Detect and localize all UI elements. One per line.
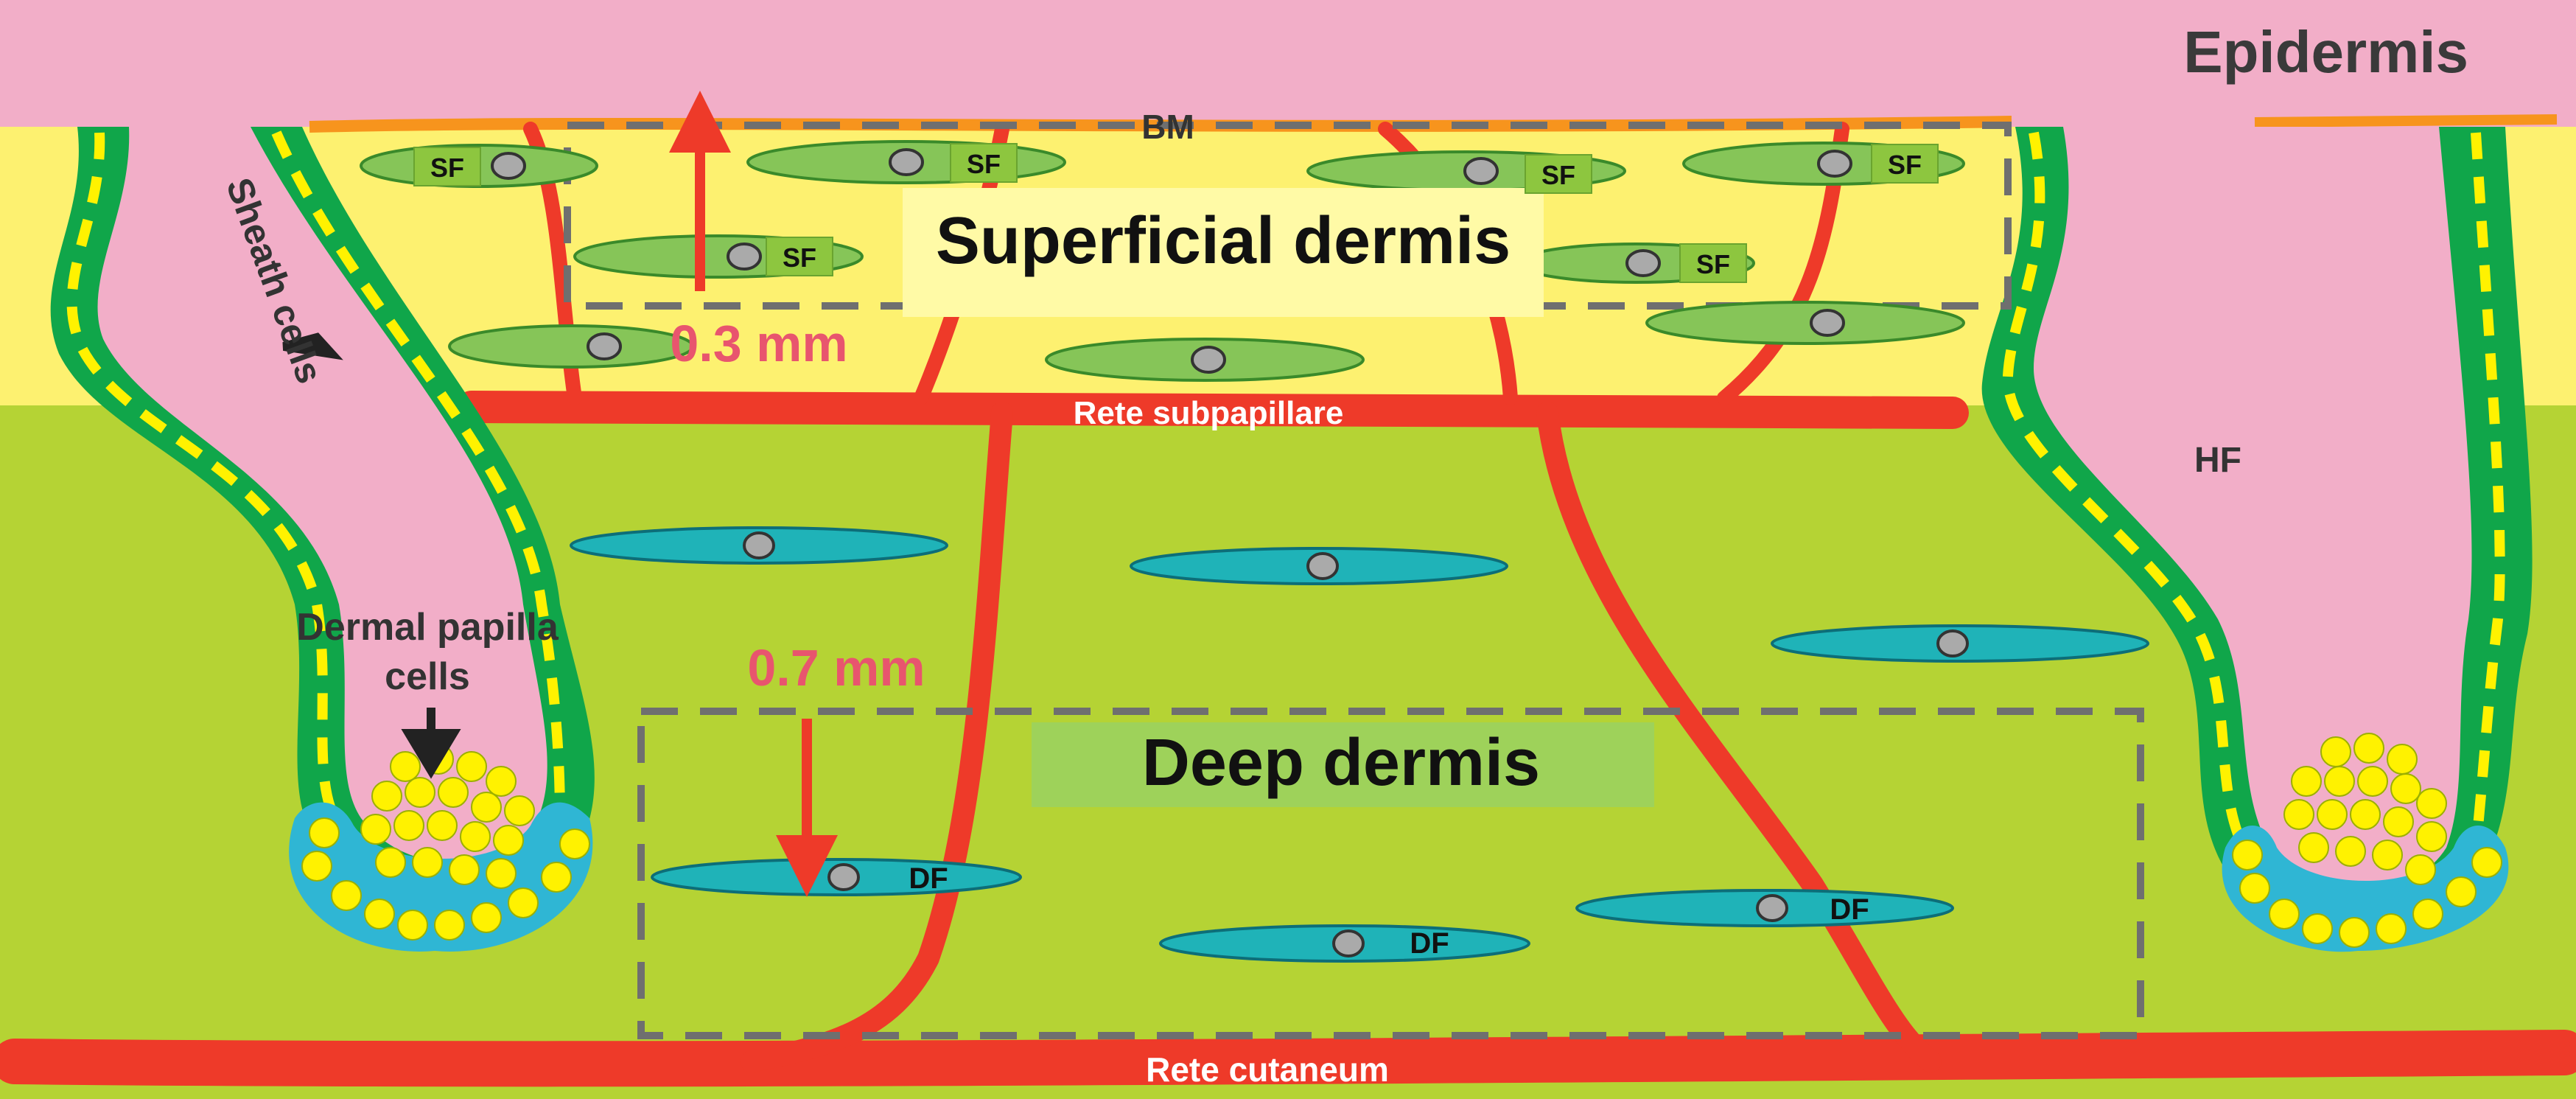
deep-dermis-box (637, 708, 2144, 1039)
sf-label: SF (967, 149, 1001, 179)
deep-dermis-label: Deep dermis (1142, 726, 1540, 800)
dermal-papilla-cells-left (301, 744, 590, 941)
df-label: DF (909, 862, 948, 895)
deep-fibroblast (651, 858, 1022, 896)
sf-label: SF (1541, 160, 1575, 190)
superficial-fibroblast (1045, 338, 1365, 382)
df-label: DF (1830, 893, 1869, 926)
superficial-fibroblast (448, 324, 694, 369)
deep-fibroblasts (570, 526, 2149, 963)
hair-follicle-right (1981, 127, 2533, 952)
deep-dermis-label-box (1032, 722, 1654, 807)
hair-follicle-left (50, 127, 595, 952)
deep-fibroblast (570, 526, 948, 565)
sf-tags (413, 143, 1939, 283)
deep-fibroblast (1130, 547, 1508, 585)
df-label: DF (1410, 927, 1449, 960)
dermal-papilla-cells-right (2232, 733, 2502, 948)
sf-label: SF (783, 243, 816, 273)
basement-membrane-right (2254, 114, 2558, 128)
superficial-dermis-box (564, 122, 2012, 310)
depth-deep-label: 0.7 mm (747, 639, 925, 697)
vessel-descending-2 (1536, 402, 1942, 1072)
sf-label: SF (1888, 150, 1922, 180)
rete-subpapillare-vessel (455, 391, 1969, 429)
sf-label: SF (430, 153, 464, 183)
superficial-fibroblast (1645, 301, 1965, 345)
dermal-papilla-arrow (401, 708, 461, 779)
epidermis-label: Epidermis (2183, 19, 2468, 85)
deep-fibroblast (1159, 924, 1530, 963)
sheath-cells-arrow (282, 332, 343, 360)
rete-cutaneum-label: Rete cutaneum (1146, 1050, 1389, 1089)
sf-label: SF (1696, 249, 1730, 279)
hf-label: HF (2194, 441, 2241, 480)
superficial-dermis-label: Superficial dermis (936, 204, 1511, 278)
bm-label: BM (1141, 108, 1194, 146)
epidermis-layer (0, 0, 2576, 127)
dermal-papilla-label-line1: Dermal papilla (296, 606, 559, 649)
superficial-dermis-label-box (903, 188, 1544, 317)
rete-subpapillare-label: Rete subpapillare (1074, 395, 1344, 431)
deep-fibroblast (1575, 889, 1954, 927)
rete-cutaneum-vessel (0, 1030, 2576, 1087)
deep-fibroblast (1771, 624, 2149, 663)
depth-superficial-label: 0.3 mm (670, 315, 847, 372)
dermal-papilla-label-line2: cells (385, 655, 470, 698)
